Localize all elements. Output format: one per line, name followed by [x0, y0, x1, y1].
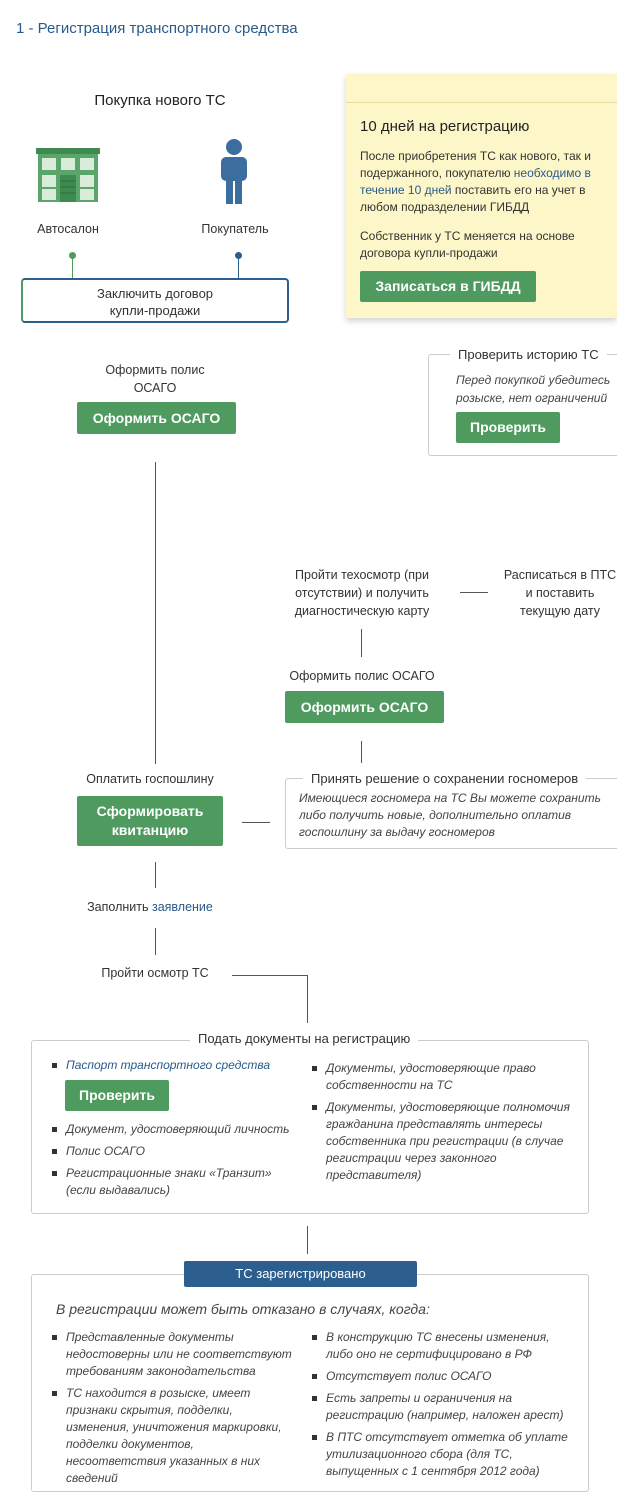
plates-text-line-3: госпошлину за выдачу госномеров [299, 825, 495, 839]
refusal-right-item-3: В ПТС отсутствует отметка об уплате утил… [312, 1429, 577, 1480]
main-flow-line [155, 462, 156, 764]
info-box-heading: 10 дней на регистрацию [360, 118, 530, 135]
registered-badge: ТС зарегистрировано [184, 1261, 417, 1287]
fee-down-line [155, 862, 156, 888]
documents-left-item-0: Документ, удостоверяющий личность [52, 1121, 302, 1138]
documents-right-item-1: Документы, удостоверяющие полномочия гра… [312, 1099, 572, 1184]
documents-right-column: Документы, удостоверяющие право собствен… [312, 1060, 572, 1189]
info-box-divider [346, 102, 617, 103]
history-text: Перед покупкой убедитесь розыске, нет ог… [456, 371, 617, 407]
refusal-left-list: Представленные документы недостоверны ил… [52, 1329, 297, 1487]
refusal-left-item-0: Представленные документы недостоверны ил… [52, 1329, 297, 1380]
info-box-paragraph-2: Собственник у ТС меняется на основе дого… [360, 229, 575, 260]
fee-button-line-1: Сформировать [96, 803, 204, 819]
car-dealer-icon [36, 148, 100, 202]
buyer-connector-dot [235, 252, 242, 259]
pts-sign-line-1: Расписаться в ПТС [503, 568, 617, 582]
passport-check-button[interactable]: Проверить [65, 1080, 169, 1111]
refusal-right-item-1: Отсутствует полис ОСАГО [312, 1368, 577, 1385]
contract-line-2: купли-продажи [109, 303, 201, 318]
passport-list: Паспорт транспортного средства [52, 1057, 302, 1074]
contract-box: Заключить договор купли-продажи [21, 278, 289, 323]
fee-receipt-button[interactable]: Сформировать квитанцию [77, 796, 223, 846]
osago-button[interactable]: Оформить ОСАГО [77, 402, 236, 434]
documents-down-line [307, 1226, 308, 1254]
osago-label-line-1: Оформить полис [105, 363, 205, 377]
osago2-label: Оформить полис ОСАГО [289, 669, 435, 683]
documents-right-list: Документы, удостоверяющие право собствен… [312, 1060, 572, 1184]
refusal-left-column: Представленные документы недостоверны ил… [52, 1329, 297, 1492]
refusal-box [31, 1274, 589, 1492]
plates-heading: Принять решение о сохранении госномеров [303, 771, 587, 786]
vehicle-check-step: Пройти осмотр ТС [101, 966, 209, 980]
pts-sign-step: Расписаться в ПТС и поставить текущую да… [495, 566, 617, 620]
history-heading: Проверить историю ТС [450, 347, 607, 362]
gibdd-appointment-button[interactable]: Записаться в ГИБДД [360, 271, 536, 302]
info-p1-start: После приобретения ТС как нового, так и … [360, 149, 591, 180]
history-text-line-2: розыске, нет ограничений [456, 391, 608, 405]
vehicle-check-down-line [307, 975, 308, 1023]
deadline-link[interactable]: необходимо в течение 10 дней [360, 166, 591, 197]
page-title: 1 - Регистрация транспортного средства [16, 20, 298, 37]
documents-right-item-0: Документы, удостоверяющие право собствен… [312, 1060, 572, 1094]
osago-label-line-2: ОСАГО [133, 381, 177, 395]
osago2-button[interactable]: Оформить ОСАГО [285, 691, 444, 723]
tech-inspection-line-2: отсутствии) и получить [295, 586, 429, 600]
inspection-pts-connector [460, 592, 488, 593]
buyer-connector [238, 256, 239, 278]
application-link[interactable]: заявление [151, 900, 213, 914]
documents-left-column: Паспорт транспортного средства Проверить… [52, 1057, 302, 1204]
plates-text-line-1: Имеющиеся госномера на ТС Вы можете сохр… [299, 791, 601, 805]
dealer-connector [72, 256, 73, 278]
inspection-down-line [361, 629, 362, 657]
osago2-down-line [361, 741, 362, 763]
osago-label: Оформить полис ОСАГО [80, 361, 230, 397]
tech-inspection-step: Пройти техосмотр (при отсутствии) и полу… [272, 566, 452, 620]
fee-label: Оплатить госпошлину [86, 772, 214, 786]
history-check-button[interactable]: Проверить [456, 412, 560, 443]
purchase-heading: Покупка нового ТС [94, 92, 226, 109]
documents-left-item-2: Регистрационные знаки «Транзит» (если вы… [52, 1165, 302, 1199]
tech-inspection-line-1: Пройти техосмотр (при [295, 568, 429, 582]
dealer-label: Автосалон [37, 222, 99, 236]
refusal-heading: В регистрации может быть отказано в случ… [56, 1301, 430, 1317]
passport-item[interactable]: Паспорт транспортного средства [52, 1057, 302, 1074]
documents-heading: Подать документы на регистрацию [190, 1031, 419, 1046]
person-icon [216, 138, 252, 204]
fee-button-line-2: квитанцию [111, 822, 189, 838]
registration-info-box: 10 дней на регистрацию После приобретени… [346, 74, 617, 318]
info-box-paragraph-1: После приобретения ТС как нового, так и … [360, 148, 615, 216]
plates-text-line-2: либо получить новые, дополнительно оплат… [299, 808, 572, 822]
history-text-line-1: Перед покупкой убедитесь [456, 373, 611, 387]
refusal-left-item-1: ТС находится в розыске, имеет признаки с… [52, 1385, 297, 1487]
documents-box [31, 1040, 589, 1214]
info-p1-end: поставить его на учет в любом подразделе… [360, 183, 586, 214]
application-down-line [155, 928, 156, 955]
pts-sign-line-2: и поставить [525, 586, 595, 600]
plates-text: Имеющиеся госномера на ТС Вы можете сохр… [299, 790, 617, 841]
documents-left-item-1: Полис ОСАГО [52, 1143, 302, 1160]
dealer-connector-dot [69, 252, 76, 259]
contract-line-1: Заключить договор [96, 286, 214, 301]
refusal-right-item-2: Есть запреты и ограничения на регистраци… [312, 1390, 577, 1424]
refusal-right-column: В конструкцию ТС внесены изменения, либо… [312, 1329, 577, 1485]
fee-plates-connector [242, 822, 270, 823]
tech-inspection-line-3: диагностическую карту [294, 604, 430, 618]
refusal-right-list: В конструкцию ТС внесены изменения, либо… [312, 1329, 577, 1480]
pts-sign-line-3: текущую дату [519, 604, 600, 618]
application-step: Заполнить заявление [50, 900, 250, 914]
buyer-label: Покупатель [201, 222, 269, 236]
vehicle-check-connector [232, 975, 307, 976]
application-label: Заполнить [87, 900, 152, 914]
documents-left-list: Документ, удостоверяющий личность Полис … [52, 1121, 302, 1199]
refusal-right-item-0: В конструкцию ТС внесены изменения, либо… [312, 1329, 577, 1363]
